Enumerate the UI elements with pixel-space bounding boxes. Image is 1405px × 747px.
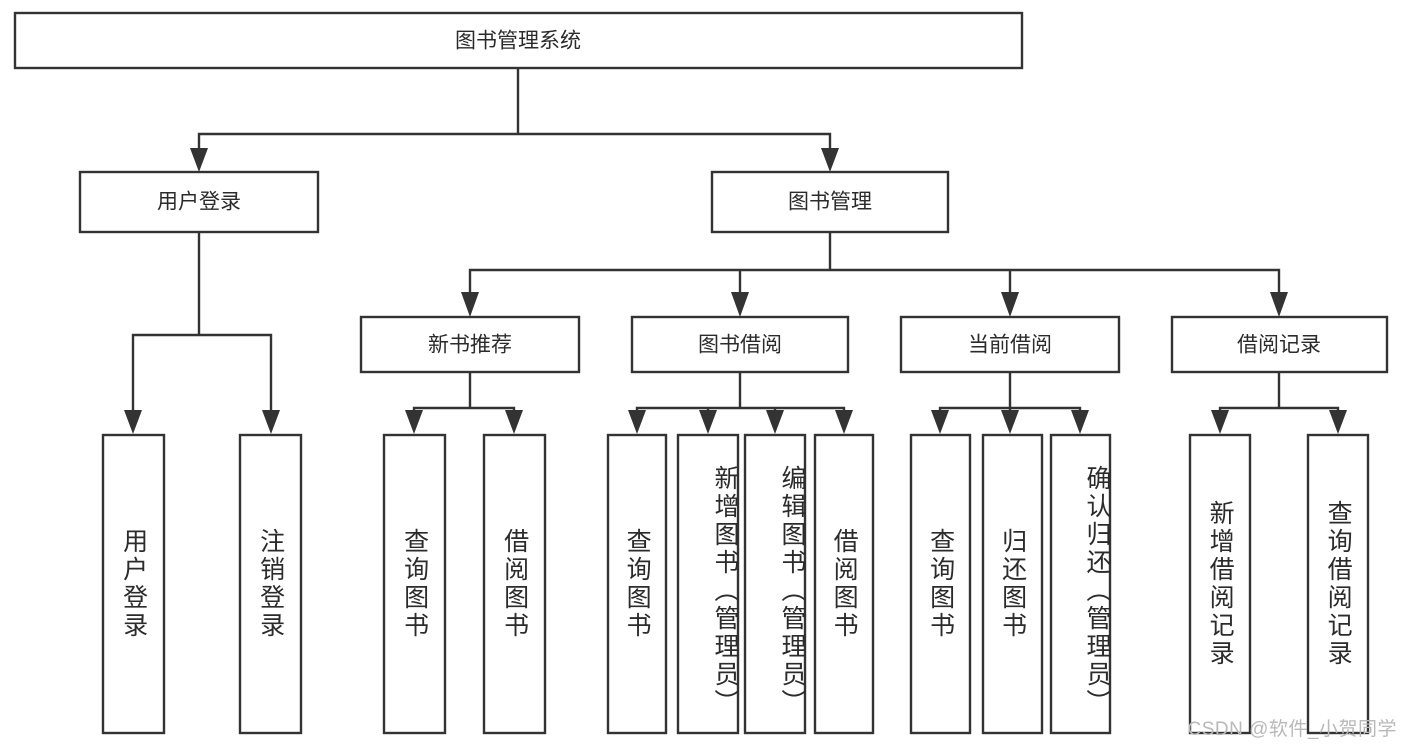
node-borrow-record-box[interactable] xyxy=(1170,315,1389,374)
arrow-to-new-book-recommend xyxy=(461,292,479,317)
arrow-to-leaf-query-borrow-record xyxy=(1329,410,1347,434)
node-user-login-label: 用户登录 xyxy=(157,191,241,214)
leaf-box-query-book-2[interactable] xyxy=(606,433,668,735)
connector-book-manage-children xyxy=(468,230,1281,298)
node-user-login-box[interactable] xyxy=(78,170,320,234)
leaf-box-borrow-book-1[interactable] xyxy=(482,433,547,735)
node-borrow-record-label: 借阅记录 xyxy=(1237,334,1321,357)
node-book-manage-box[interactable] xyxy=(710,170,950,234)
leaf-box-user-login[interactable] xyxy=(101,433,166,735)
node-current-borrow-box[interactable] xyxy=(899,315,1121,374)
arrow-to-leaf-edit-book xyxy=(766,410,784,434)
node-user-login[interactable]: 用户登录 xyxy=(78,170,320,234)
arrow-to-leaf-query-book-3 xyxy=(931,410,949,434)
node-new-book-recommend[interactable]: 新书推荐 xyxy=(359,315,581,374)
leaf-box-borrow-book-2[interactable] xyxy=(813,433,875,735)
node-new-book-recommend-label: 新书推荐 xyxy=(428,334,512,357)
connector-layer xyxy=(124,66,1347,434)
leaf-box-query-borrow-record[interactable] xyxy=(1306,433,1370,735)
leaf-box-return-book[interactable] xyxy=(981,433,1044,735)
arrow-to-leaf-add-book xyxy=(699,410,717,434)
node-root[interactable]: 图书管理系统 xyxy=(13,11,1024,70)
leaf-box-confirm-return[interactable] xyxy=(1049,433,1112,735)
leaf-box-add-book-admin[interactable] xyxy=(676,433,740,735)
leaf-box-layer xyxy=(101,433,1370,735)
node-borrow-record[interactable]: 借阅记录 xyxy=(1170,315,1389,374)
connector-book-borrow-children xyxy=(635,370,846,422)
arrow-to-leaf-borrow-book-2 xyxy=(835,410,853,434)
arrow-to-book-borrow xyxy=(731,292,749,317)
node-current-borrow-label: 当前借阅 xyxy=(968,334,1052,357)
leaf-box-query-book-3[interactable] xyxy=(909,433,972,735)
node-book-borrow-label: 图书借阅 xyxy=(698,334,782,357)
node-book-borrow-box[interactable] xyxy=(630,315,850,374)
arrow-to-current-borrow xyxy=(1001,292,1019,317)
connector-new-book-recommend-children xyxy=(412,370,516,422)
arrow-to-book-manage xyxy=(821,148,839,172)
leaf-box-query-book-1[interactable] xyxy=(382,433,447,735)
node-root-box[interactable] xyxy=(13,11,1024,70)
node-new-book-recommend-box[interactable] xyxy=(359,315,581,374)
leaf-box-edit-book-admin[interactable] xyxy=(743,433,807,735)
arrow-to-user-login xyxy=(190,148,208,172)
arrow-to-leaf-query-book-2 xyxy=(628,410,646,434)
arrow-to-leaf-borrow-book-1 xyxy=(505,410,523,434)
node-book-manage-label: 图书管理 xyxy=(788,191,872,214)
arrow-to-leaf-logout xyxy=(262,410,280,434)
watermark-text: CSDN @软件_小贺同学 xyxy=(1187,719,1397,740)
node-book-manage[interactable]: 图书管理 xyxy=(710,170,950,234)
arrow-to-leaf-return-book xyxy=(1001,410,1019,434)
node-root-label: 图书管理系统 xyxy=(455,30,581,53)
connector-root-trunk xyxy=(197,66,832,160)
connector-user-login-children xyxy=(131,230,273,422)
arrow-to-leaf-add-borrow-record xyxy=(1211,410,1229,434)
arrow-to-leaf-user-login xyxy=(124,410,142,434)
leaf-box-logout-login[interactable] xyxy=(238,433,303,735)
node-current-borrow[interactable]: 当前借阅 xyxy=(899,315,1121,374)
arrow-to-leaf-confirm-return xyxy=(1071,410,1089,434)
leaf-box-add-borrow-record[interactable] xyxy=(1188,433,1252,735)
node-book-borrow[interactable]: 图书借阅 xyxy=(630,315,850,374)
arrow-to-leaf-query-book-1 xyxy=(405,410,423,434)
connector-borrow-record-children xyxy=(1218,370,1340,422)
arrow-to-borrow-record xyxy=(1270,292,1288,317)
